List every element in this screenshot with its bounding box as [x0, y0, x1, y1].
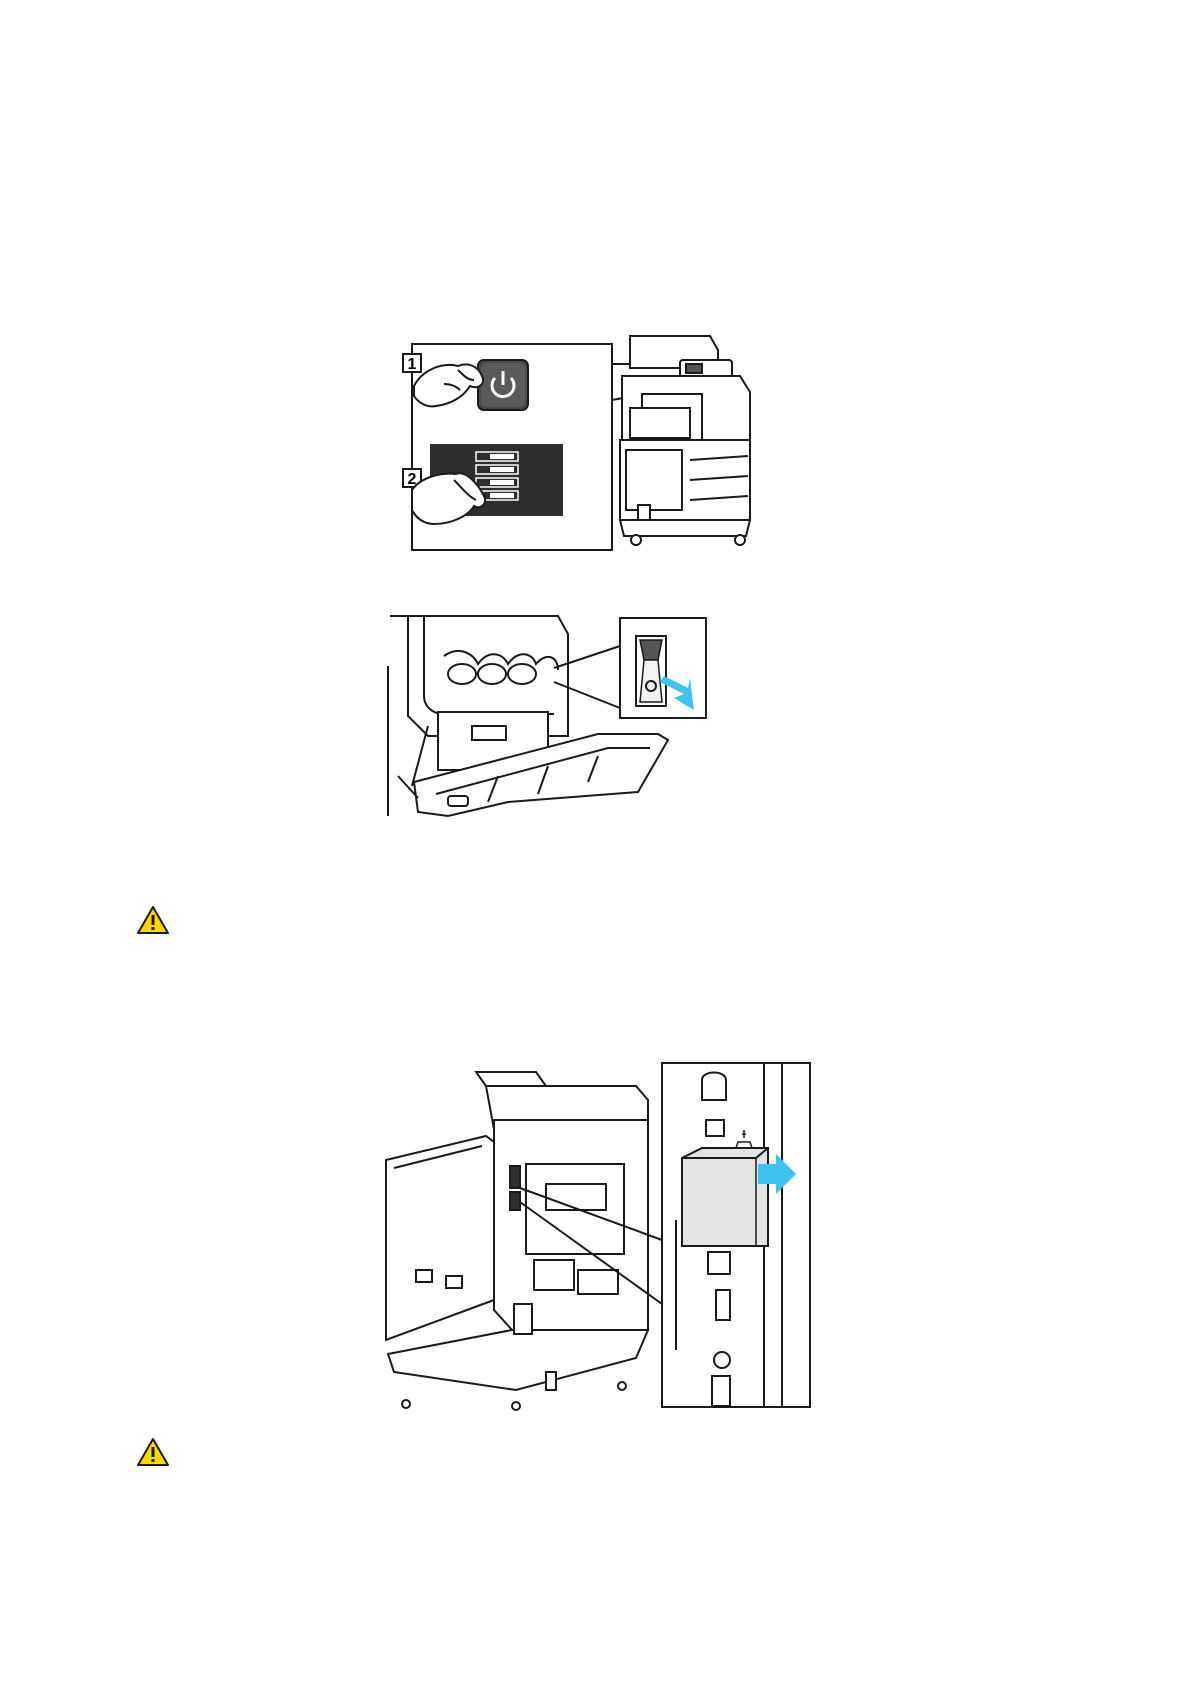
printer-rear-icon [386, 1072, 648, 1410]
power-switch-illustration [388, 616, 758, 846]
figure-power-cord-unplug [386, 1060, 816, 1410]
warning-icon [136, 1437, 170, 1467]
callout-1-label: 1 [408, 356, 417, 373]
figure-power-down-panel: 1 2 [390, 340, 810, 590]
printer-icon [620, 336, 750, 545]
figure-main-power-switch [388, 616, 758, 846]
power-down-illustration: 1 2 [390, 340, 810, 590]
power-rocker-switch-icon [636, 636, 666, 706]
power-button-icon [478, 360, 528, 410]
unplug-illustration [386, 1060, 816, 1410]
callout-1: 1 [403, 354, 421, 373]
warning-icon [136, 905, 170, 935]
